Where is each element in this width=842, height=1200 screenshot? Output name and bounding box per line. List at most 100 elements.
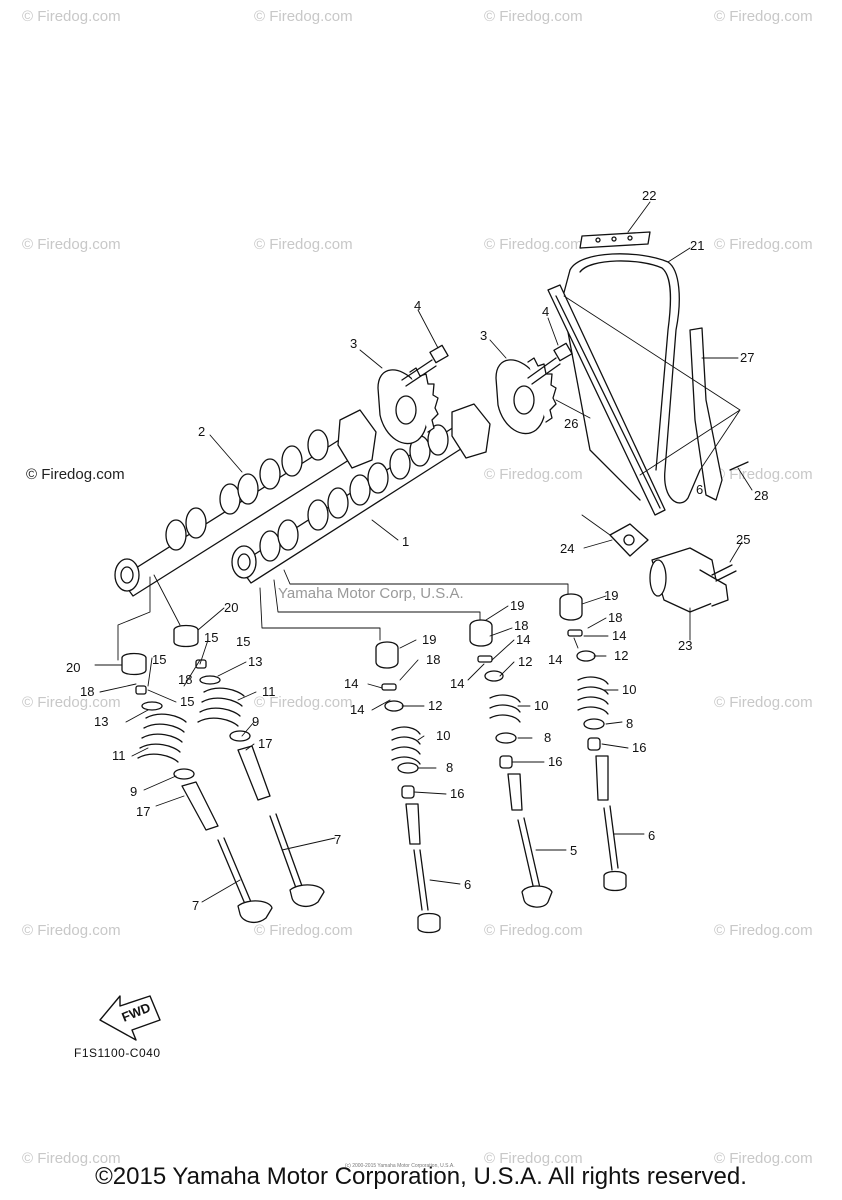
gasket-24 (609, 523, 649, 557)
callout-8: 8 (626, 716, 633, 731)
diagram-code: F1S1100-C040 (74, 1046, 161, 1060)
callout-8: 8 (544, 730, 551, 745)
tensioner-guide-27 (689, 327, 723, 501)
callout-2: 2 (198, 424, 205, 439)
watermark: © Firedog.com (484, 8, 583, 25)
fwd-arrow-icon (99, 995, 161, 1041)
callout-21: 21 (690, 238, 704, 253)
callout-10: 10 (534, 698, 548, 713)
callout-14: 14 (548, 652, 562, 667)
valve-train-group-2 (173, 624, 325, 908)
callout-14: 14 (344, 676, 358, 691)
watermark: © Firedog.com (26, 466, 125, 483)
callout-9: 9 (130, 784, 137, 799)
callout-11: 11 (262, 684, 276, 699)
callout-16: 16 (632, 740, 646, 755)
cam-sprocket-3-left (377, 367, 439, 445)
callout-18: 18 (426, 652, 440, 667)
callout-15: 15 (152, 652, 166, 667)
watermark: © Firedog.com (254, 236, 353, 253)
callout-28: 28 (754, 488, 768, 503)
bolt-4-left (401, 344, 449, 387)
watermark: © Firedog.com (22, 694, 121, 711)
callout-23: 23 (678, 638, 692, 653)
watermark: © Firedog.com (714, 8, 813, 25)
callout-14: 14 (612, 628, 626, 643)
chain-guide-26 (547, 284, 666, 516)
watermark: © Firedog.com (22, 922, 121, 939)
watermark: © Firedog.com (714, 694, 813, 711)
callout-19: 19 (510, 598, 524, 613)
callout-12: 12 (428, 698, 442, 713)
callout-16: 16 (450, 786, 464, 801)
callout-12: 12 (518, 654, 532, 669)
watermark: © Firedog.com (254, 8, 353, 25)
callout-14: 14 (516, 632, 530, 647)
callout-7: 7 (334, 832, 341, 847)
tiny-copyright: (c) 2000-2015 Yamaha Motor Corporation, … (345, 1163, 455, 1169)
callout-18: 18 (80, 684, 94, 699)
callout-6: 6 (648, 828, 655, 843)
copyright-notice: ©2015 Yamaha Motor Corporation, U.S.A. A… (95, 1163, 747, 1190)
watermark: © Firedog.com (254, 694, 353, 711)
bolt-4-right (527, 342, 573, 385)
watermark: © Firedog.com (484, 466, 583, 483)
watermark: © Firedog.com (22, 1150, 121, 1167)
callout-15: 15 (204, 630, 218, 645)
callout-18: 18 (608, 610, 622, 625)
callout-13: 13 (94, 714, 108, 729)
callout-6: 6 (464, 877, 471, 892)
callout-14: 14 (450, 676, 464, 691)
callout-5: 5 (570, 843, 577, 858)
callout-numbers: 1 2 3 3 4 4 5 6 6 6 7 7 8 8 8 9 9 10 10 … (66, 188, 768, 913)
callout-11: 11 (112, 748, 126, 763)
callout-10: 10 (622, 682, 636, 697)
callout-14: 14 (350, 702, 364, 717)
callout-15: 15 (236, 634, 250, 649)
valve-train-group-1 (121, 652, 273, 924)
callout-4: 4 (414, 298, 421, 313)
watermark: © Firedog.com (714, 922, 813, 939)
timing-chain-21 (561, 253, 701, 504)
callout-3: 3 (480, 328, 487, 343)
callout-10: 10 (436, 728, 450, 743)
pin-28 (729, 461, 749, 471)
callout-6: 6 (696, 482, 703, 497)
callout-20: 20 (66, 660, 80, 675)
watermark: © Firedog.com (714, 1150, 813, 1167)
valve-train-group-4 (469, 619, 553, 908)
watermark: © Firedog.com (22, 8, 121, 25)
watermark: © Firedog.com (714, 466, 813, 483)
watermark: © Firedog.com (484, 922, 583, 939)
valve-train-group-3 (375, 641, 441, 934)
watermark: © Firedog.com (714, 236, 813, 253)
camshaft-1 (231, 403, 491, 584)
callout-8: 8 (446, 760, 453, 775)
callout-16: 16 (548, 754, 562, 769)
callout-15: 15 (180, 694, 194, 709)
inset-watermark: Yamaha Motor Corp, U.S.A. (278, 585, 464, 602)
callout-24: 24 (560, 541, 574, 556)
callout-27: 27 (740, 350, 754, 365)
tensioner-23 (649, 547, 729, 613)
chain-guide-22 (579, 231, 651, 249)
callout-18: 18 (178, 672, 192, 687)
callout-22: 22 (642, 188, 656, 203)
callout-4: 4 (542, 304, 549, 319)
callout-3: 3 (350, 336, 357, 351)
watermark: © Firedog.com (254, 922, 353, 939)
callout-1: 1 (402, 534, 409, 549)
callout-13: 13 (248, 654, 262, 669)
callout-7: 7 (192, 898, 199, 913)
camshaft-2 (114, 409, 377, 597)
callout-12: 12 (614, 648, 628, 663)
bolt-25 (711, 564, 737, 582)
callout-9: 9 (252, 714, 259, 729)
callout-19: 19 (422, 632, 436, 647)
callout-20: 20 (224, 600, 238, 615)
callout-25: 25 (736, 532, 750, 547)
callout-19: 19 (604, 588, 618, 603)
watermark: © Firedog.com (484, 1150, 583, 1167)
watermark: © Firedog.com (484, 236, 583, 253)
